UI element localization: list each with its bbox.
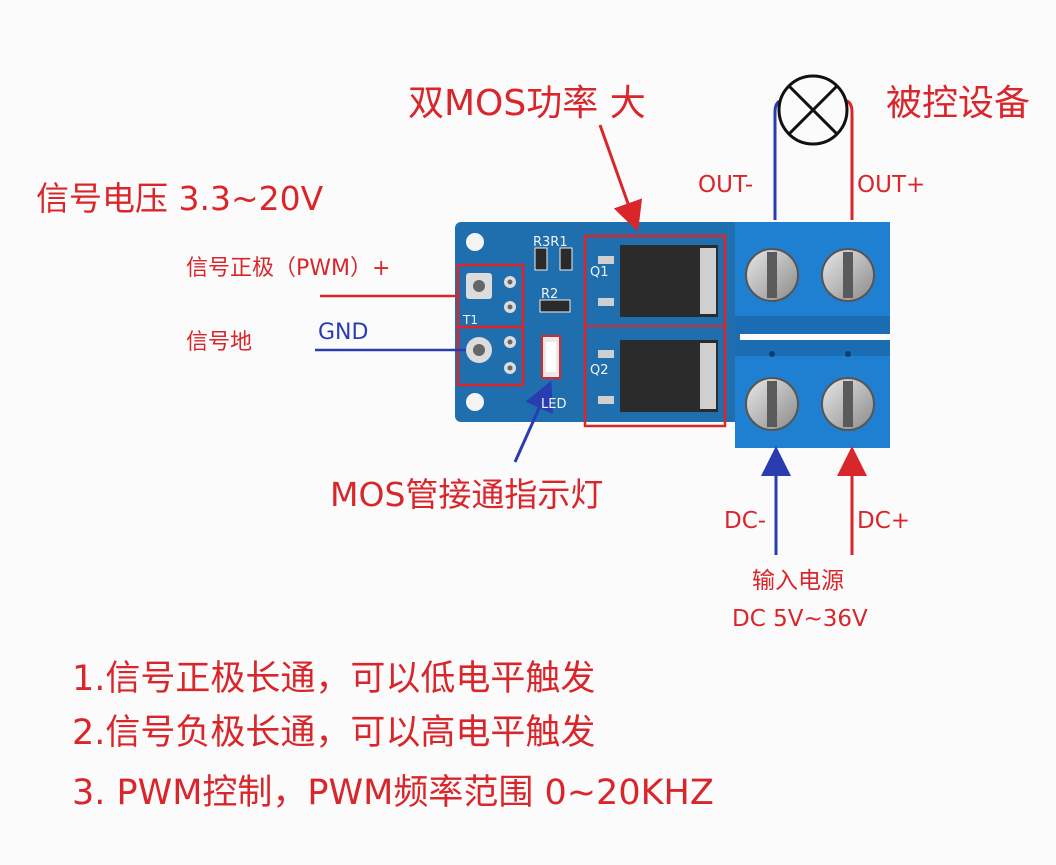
mosfet-area	[583, 234, 727, 428]
note-1: 1.信号正极长通，可以低电平触发	[72, 659, 596, 699]
signal-ground-label: 信号地	[186, 330, 253, 355]
board-mark-led: LED	[541, 397, 566, 412]
signal-voltage-label: 信号电压 3.3~20V	[36, 179, 324, 218]
signal-positive-label: 信号正极（PWM）+	[186, 256, 391, 281]
controlled-device-label: 被控设备	[886, 83, 1031, 124]
signal-header-bottom	[456, 325, 525, 387]
input-power-label: 输入电源	[752, 568, 844, 594]
mos-pointer-arrow	[598, 124, 643, 232]
out-minus-label: OUT-	[698, 172, 754, 198]
board-mark-q2: Q2	[590, 363, 609, 378]
out-plus-label: OUT+	[857, 172, 926, 198]
board-mark-t1: T1	[462, 313, 478, 327]
dc-plus-label: DC+	[857, 508, 911, 534]
mount-hole-bottom	[466, 393, 484, 411]
note-2: 2.信号负极长通，可以高电平触发	[72, 713, 596, 753]
board-mark-r2: R2	[541, 287, 558, 302]
mos-power-title: 双MOS功率 大	[408, 83, 646, 124]
mount-hole-top	[466, 233, 484, 251]
board-mark-q1: Q1	[590, 265, 609, 280]
dc-minus-label: DC-	[724, 508, 767, 534]
led-pointer-arrow	[513, 380, 553, 463]
note-3: 3. PWM控制，PWM频率范围 0~20KHZ	[72, 773, 714, 813]
mos-led-label: MOS管接通指示灯	[330, 475, 604, 514]
input-range-label: DC 5V~36V	[732, 606, 868, 632]
board-mark-r3r1: R3R1	[533, 235, 568, 250]
gnd-label: GND	[318, 320, 369, 345]
